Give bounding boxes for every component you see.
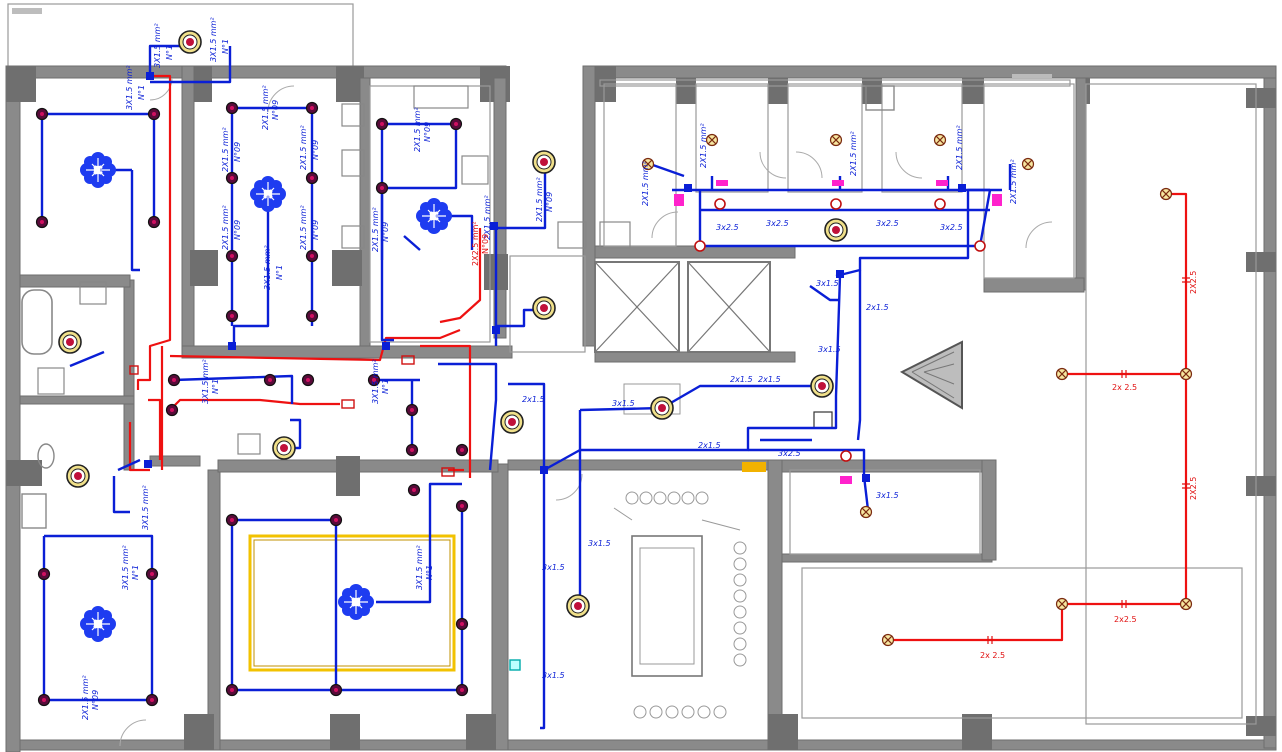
label-2x15: 2X1.5 mm² [81, 675, 90, 720]
label-3x15: 3X1.5 mm² [121, 545, 130, 590]
label-n1: N°1 [131, 565, 140, 580]
label-n9-red: N°09 [481, 234, 490, 254]
seg-label: 3x2.5 [876, 219, 899, 228]
seg-label: 2x1.5 [522, 395, 545, 404]
label-2x15: 2X1.5 mm² [641, 161, 650, 206]
label-3x15: 3X1.5 mm² [209, 17, 218, 62]
label-n1: N°1 [137, 85, 146, 100]
label-2x15: 2X1.5 mm² [221, 205, 230, 250]
label-3x15: 3X1.5 mm² [125, 65, 134, 110]
seg-label: 3x2.5 [716, 223, 739, 232]
label-2x15: 2X1.5 mm² [849, 131, 858, 176]
seg-label: 3x2.5 [778, 449, 801, 458]
seg-label: 3x1.5 [542, 563, 565, 572]
label-n9: N°09 [311, 140, 320, 160]
label-2x15: 2X1.5 mm² [371, 207, 380, 252]
label-2x15: 2X1.5 mm² [699, 123, 708, 168]
seg-label: 2x1.5 [730, 375, 753, 384]
label-2x15: 2X1.5 mm² [483, 195, 492, 240]
red-fittings [129, 355, 455, 477]
seg-label: 3x1.5 [816, 279, 839, 288]
architecture [5, 3, 1277, 752]
label-2x15: 2X1.5 mm² [535, 177, 544, 222]
cable-labels: 3X1.5 mm² N°1 3X1.5 mm² N°1 3X1.5 mm² N°… [81, 17, 1198, 720]
seg-label: 3x1.5 [542, 671, 565, 680]
label-3x15: 3X1.5 mm² [263, 245, 272, 290]
seg-label-red: 2X2.5 [1189, 477, 1198, 500]
seg-label-red: 2x 2.5 [1112, 383, 1137, 392]
seg-label: 3x2.5 [766, 219, 789, 228]
seg-label: 2x1.5 [698, 441, 721, 450]
label-3x15: 3X1.5 mm² [153, 23, 162, 68]
label-2x15: 2X1.5 mm² [1009, 159, 1018, 204]
label-n1: N°1 [165, 45, 174, 60]
label-n9: N°09 [233, 220, 242, 240]
label-n9: N°09 [381, 222, 390, 242]
elevator-shaft-icon [594, 261, 771, 353]
label-n9: N°09 [271, 100, 280, 120]
red-circuits [128, 74, 1190, 644]
stair-icon [613, 491, 747, 719]
seg-label: 3x1.5 [612, 399, 635, 408]
seg-label: 3x1.5 [818, 345, 841, 354]
junction-boxes [144, 72, 966, 482]
label-2x15: 2X1.5 mm² [299, 125, 308, 170]
seg-label-red: 2x 2.5 [980, 651, 1005, 660]
label-3x15: 3X1.5 mm² [415, 545, 424, 590]
label-2x15: 2X1.5 mm² [413, 107, 422, 152]
label-3x15: 3X1.5 mm² [141, 485, 150, 530]
label-n9: N°09 [233, 142, 242, 162]
seg-label: 3x2.5 [940, 223, 963, 232]
void-triangle [899, 340, 963, 410]
label-n9: N°09 [91, 690, 100, 710]
seg-label: 2x1.5 [866, 303, 889, 312]
label-2x15: 2X1.5 mm² [955, 125, 964, 170]
label-2x25-red: 2X2.5 mm² [471, 221, 480, 266]
seg-label: 3x1.5 [876, 491, 899, 500]
cyan-box [509, 659, 521, 671]
label-3x15: 3X1.5 mm² [371, 359, 380, 404]
label-2x15: 2X1.5 mm² [261, 85, 270, 130]
ceiling-cove-outline [248, 534, 456, 672]
label-n1: N°1 [381, 379, 390, 394]
label-3x15: 3X1.5 mm² [201, 359, 210, 404]
label-n1: N°1 [211, 379, 220, 394]
label-n9: N°09 [423, 122, 432, 142]
seg-label: 2x1.5 [758, 375, 781, 384]
label-n1: N°1 [425, 565, 434, 580]
seg-label: 3x1.5 [588, 539, 611, 548]
label-2x15: 2X1.5 mm² [221, 127, 230, 172]
label-n9: N°09 [311, 220, 320, 240]
red-switch-circles [694, 198, 986, 462]
label-n9: N°09 [545, 192, 554, 212]
label-2x15: 2X1.5 mm² [299, 205, 308, 250]
magenta-fittings [674, 180, 1002, 484]
label-n1: N°1 [221, 39, 230, 54]
seg-label-red: 2x2.5 [1114, 615, 1137, 624]
label-n1: N°1 [275, 265, 284, 280]
seg-label-red: 2X2.5 [1189, 271, 1198, 294]
